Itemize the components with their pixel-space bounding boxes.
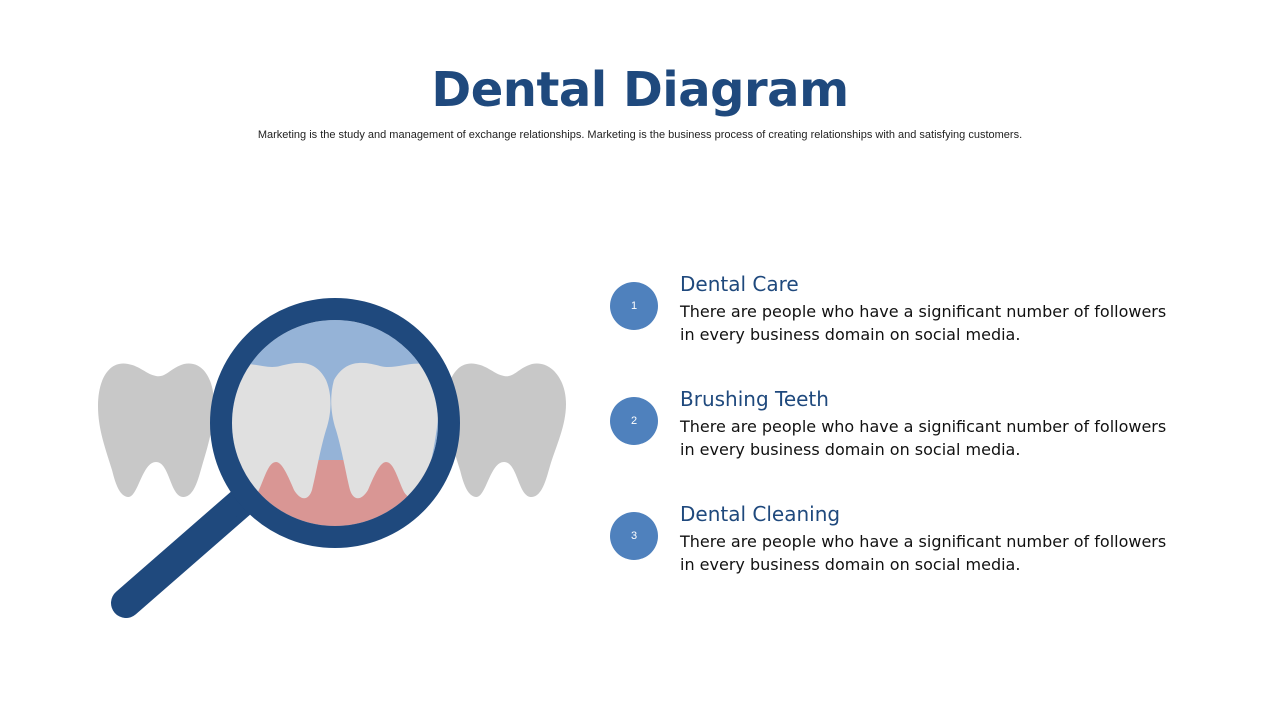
step-title: Brushing Teeth <box>680 387 829 411</box>
slide-subtitle: Marketing is the study and management of… <box>257 129 1023 141</box>
step-item: 3 Dental Cleaning There are people who h… <box>610 500 1210 615</box>
magnifying-glass-icon <box>210 298 460 548</box>
step-description: There are people who have a significant … <box>680 532 1167 574</box>
magnified-tooth-right <box>331 362 438 500</box>
dental-illustration-svg <box>98 298 566 618</box>
step-item: 1 Dental Care There are people who have … <box>610 270 1210 385</box>
magnified-tooth-left <box>232 362 331 500</box>
steps-list: 1 Dental Care There are people who have … <box>610 270 1210 615</box>
step-number-badge: 3 <box>610 512 658 560</box>
tooth-icon <box>98 363 214 498</box>
step-item: 2 Brushing Teeth There are people who ha… <box>610 385 1210 500</box>
slide-title: Dental Diagram <box>431 62 849 118</box>
magnifier-handle <box>111 486 258 618</box>
tooth-icon <box>446 363 566 498</box>
step-title: Dental Care <box>680 272 799 296</box>
step-number-badge: 1 <box>610 282 658 330</box>
step-description: There are people who have a significant … <box>680 302 1167 344</box>
dental-illustration <box>90 290 580 630</box>
step-description: There are people who have a significant … <box>680 417 1167 459</box>
step-number-badge: 2 <box>610 397 658 445</box>
step-title: Dental Cleaning <box>680 502 841 526</box>
